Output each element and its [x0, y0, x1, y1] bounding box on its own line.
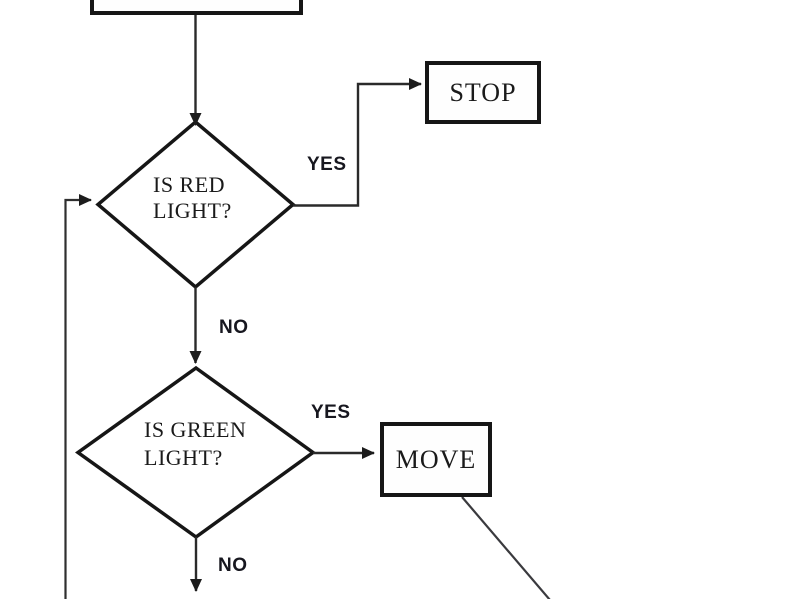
connector-move-diagonal — [461, 496, 551, 599]
stop-box: STOP — [425, 61, 541, 124]
connector-loop-back-to-red — [64, 194, 92, 599]
edge-label-red-yes: YES — [307, 154, 347, 175]
stop-box-label: STOP — [449, 77, 517, 107]
edge-label-green-yes: YES — [311, 402, 351, 423]
start-box — [90, 0, 303, 15]
decision-is-red-label: IS RED LIGHT? — [153, 172, 232, 223]
edge-label-green-no: NO — [218, 555, 248, 576]
move-box-label: MOVE — [395, 444, 477, 474]
move-box: MOVE — [380, 422, 492, 497]
connector-red-yes-to-stop — [293, 78, 422, 207]
edge-label-red-no: NO — [219, 317, 249, 338]
decision-is-green-label: IS GREEN LIGHT? — [144, 417, 247, 470]
